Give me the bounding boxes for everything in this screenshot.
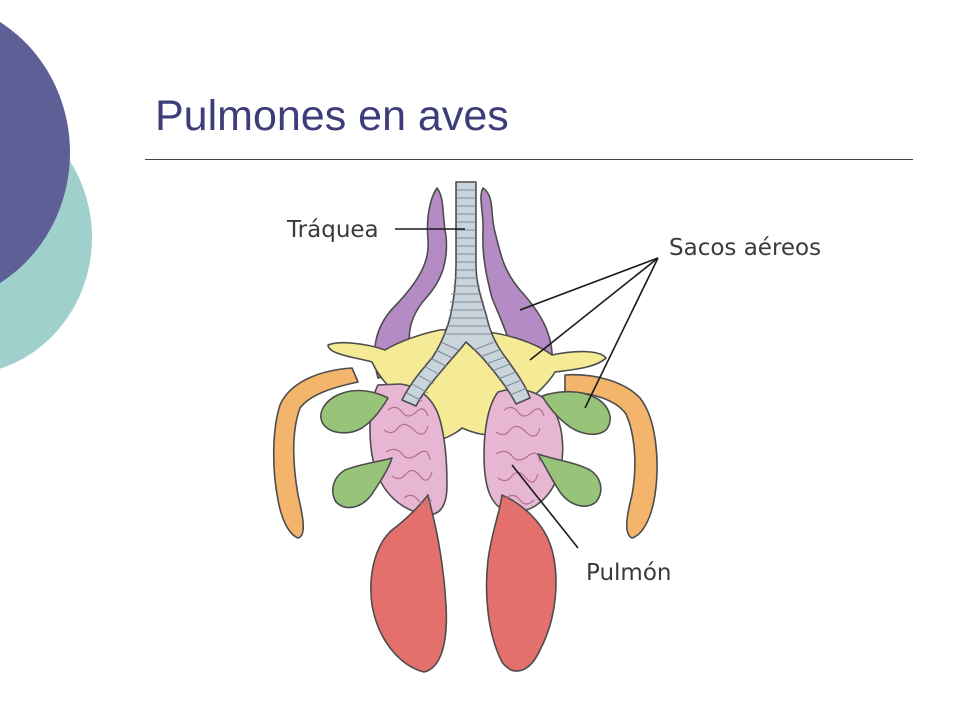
- left-posterior-thoracic-sac: [331, 457, 393, 509]
- slide-title: Pulmones en aves: [155, 92, 509, 140]
- clavicular-sac: [327, 328, 607, 441]
- left-humeral-sac: [272, 367, 359, 539]
- trachea-rings: [406, 189, 528, 402]
- lung-texture: [383, 406, 545, 505]
- right-humeral-sac: [564, 373, 658, 539]
- right-anterior-thoracic-sac: [541, 390, 611, 436]
- air-sac-leader-line-3: [584, 257, 659, 409]
- right-posterior-thoracic-sac: [537, 453, 602, 507]
- left-lung: [369, 383, 448, 516]
- leader-lines: [395, 228, 659, 549]
- air-sac-leader-line-1: [519, 257, 659, 311]
- air-sac-leader-line-2: [529, 257, 659, 361]
- right-abdominal-sac: [485, 494, 557, 672]
- left-abdominal-sac: [370, 494, 448, 673]
- lung-label: Pulmón: [586, 560, 672, 586]
- trachea-label: Tráquea: [286, 217, 379, 243]
- title-divider: [145, 159, 913, 160]
- left-anterior-thoracic-sac: [320, 389, 389, 434]
- air-sacs-label: Sacos aéreos: [669, 235, 821, 261]
- lung-leader-line: [511, 464, 579, 549]
